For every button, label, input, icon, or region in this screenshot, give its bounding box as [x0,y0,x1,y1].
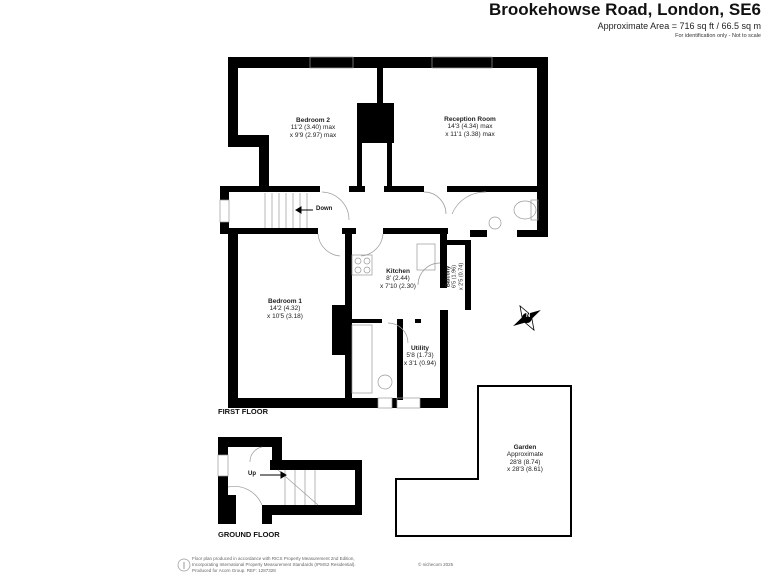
first-floor-walls [218,57,548,524]
garden-outline [395,385,572,537]
disclaimer: For identification only - Not to scale [675,33,761,39]
footer-note: Floor plan produced in accordance with R… [192,556,356,573]
stairs-up-label: Up [248,471,256,477]
arrows [260,206,313,479]
first-floor-label: FIRST FLOOR [218,407,268,416]
compass-icon [513,304,541,332]
ground-floor-label: GROUND FLOOR [218,530,280,539]
stairs-down-label: Down [316,206,333,212]
copyright: © nichecom 2025 [418,562,454,567]
compass-north-label: N [526,313,531,319]
approximate-area: Approximate Area = 716 sq ft / 66.5 sq m [597,21,761,31]
property-title: Brookehowse Road, London, SE6 [488,0,761,19]
info-icon [177,558,191,572]
fixtures [217,56,539,506]
